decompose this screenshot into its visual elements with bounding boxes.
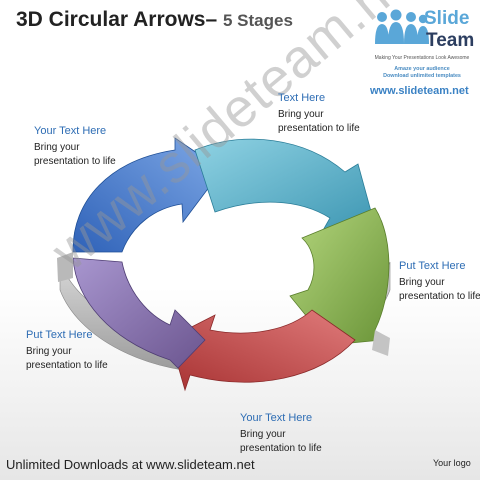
- footer-text: Unlimited Downloads at www.slideteam.net: [6, 457, 255, 472]
- logo-tagline: Making Your Presentations Look Awesome: [374, 55, 470, 61]
- people-icon: [375, 9, 429, 44]
- stage-3-line-1: Bring your: [399, 277, 445, 288]
- stage-5-line-1: Bring your: [26, 346, 72, 357]
- logo-url[interactable]: www.slideteam.net: [370, 85, 469, 97]
- page-title: 3D Circular Arrows– 5 Stages: [16, 8, 293, 32]
- arrow-stage-1: [72, 137, 223, 253]
- stage-3-heading: Put Text Here: [399, 260, 466, 272]
- stage-3-caption: Put Text Here Bring your presentation to…: [399, 259, 480, 304]
- arrow-stage-5: [72, 257, 206, 369]
- stage-3-line-2: presentation to life: [399, 291, 480, 302]
- stage-1-heading: Your Text Here: [34, 125, 107, 137]
- logo-line-2: Download unlimited templates: [383, 73, 461, 79]
- stage-2-line-1: Bring your: [278, 109, 324, 120]
- slideteam-logo: Slide Team Making Your Presentations Loo…: [368, 6, 476, 98]
- stage-4-heading: Your Text Here: [240, 412, 313, 424]
- stage-2-line-2: presentation to life: [278, 123, 360, 134]
- ring-edge-left: [57, 252, 73, 282]
- title-main: 3D Circular Arrows–: [16, 8, 218, 31]
- stage-4-line-2: presentation to life: [240, 443, 322, 454]
- title-sub: 5 Stages: [222, 11, 293, 30]
- stage-1-line-1: Bring your: [34, 142, 80, 153]
- stage-5-caption: Put Text Here Bring your presentation to…: [26, 328, 108, 373]
- stage-2-caption: Text Here Bring your presentation to lif…: [278, 91, 360, 136]
- stage-1-caption: Your Text Here Bring your presentation t…: [34, 124, 116, 169]
- stage-4-caption: Your Text Here Bring your presentation t…: [240, 411, 322, 456]
- logo-brand-2: Team: [426, 30, 475, 51]
- ring-edge-right: [372, 330, 390, 356]
- stage-5-heading: Put Text Here: [26, 329, 93, 341]
- logo-brand-1: Slide: [424, 8, 470, 29]
- your-logo-placeholder: Your logo: [433, 458, 471, 468]
- arrow-stage-4: [169, 309, 356, 392]
- stage-2-heading: Text Here: [278, 92, 326, 104]
- stage-5-line-2: presentation to life: [26, 360, 108, 371]
- logo-line-1: Amaze your audience: [394, 66, 450, 72]
- stage-1-line-2: presentation to life: [34, 156, 116, 167]
- stage-4-line-1: Bring your: [240, 429, 286, 440]
